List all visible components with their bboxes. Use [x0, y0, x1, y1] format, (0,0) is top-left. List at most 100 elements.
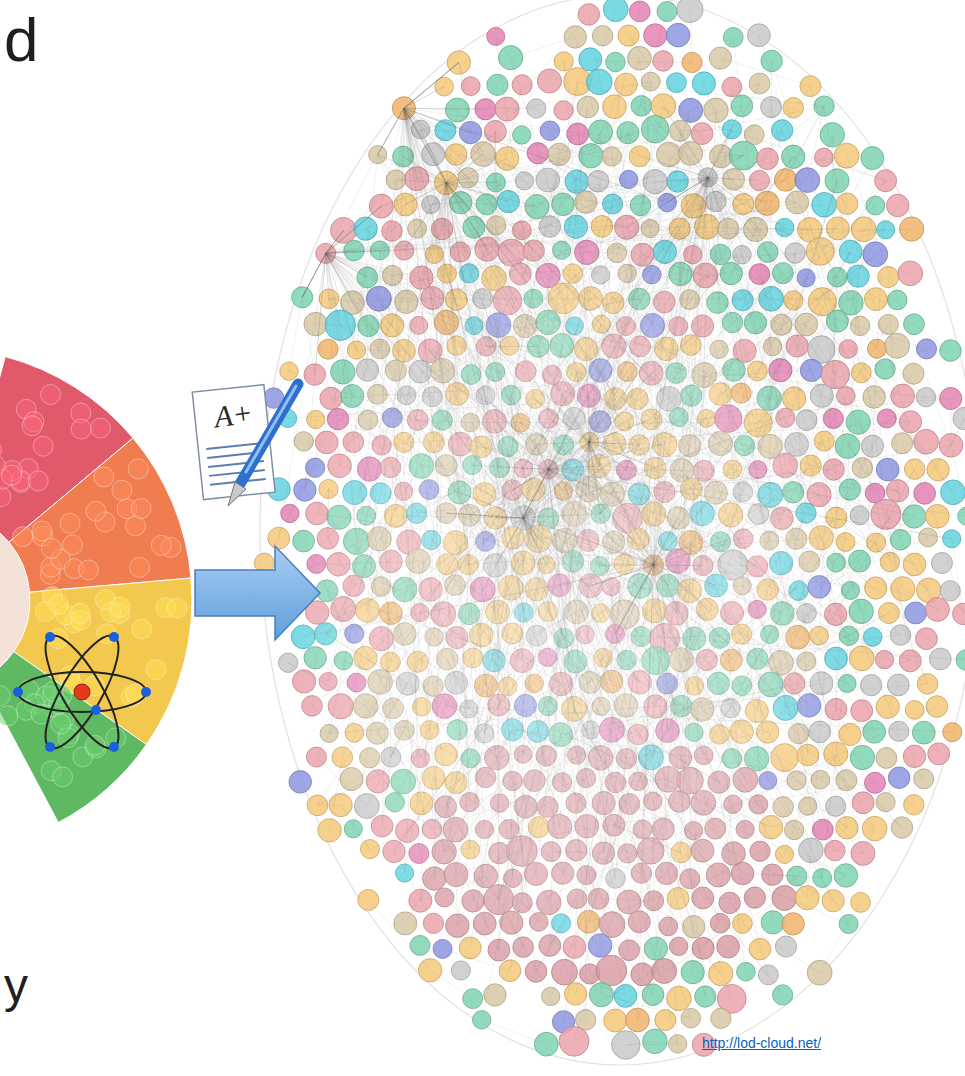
dataset-bubble [559, 1026, 589, 1056]
link-line [404, 63, 459, 109]
link-line [522, 442, 589, 903]
link-line [716, 585, 742, 586]
link-line [523, 107, 588, 518]
link-line [404, 108, 486, 109]
link-line [404, 108, 744, 155]
dataset-bubble [876, 458, 899, 481]
dataset-bubble [904, 459, 925, 480]
link-line [343, 609, 563, 1022]
link-line [589, 875, 719, 922]
link-line [837, 277, 897, 346]
link-line [654, 228, 785, 565]
link-line [628, 133, 708, 178]
link-line [326, 206, 382, 253]
link-line [368, 900, 430, 970]
link-line [614, 825, 849, 924]
link-line [690, 10, 692, 63]
dataset-bubble [653, 51, 673, 71]
link-line [600, 945, 629, 950]
link-line [378, 155, 396, 180]
link-line [353, 682, 380, 829]
link-line [824, 157, 886, 180]
link-line [574, 876, 797, 1041]
link-line [404, 63, 459, 109]
dataset-bubble [629, 1, 650, 22]
link-line [654, 418, 887, 900]
dataset-bubble [839, 914, 858, 933]
link-line [404, 108, 720, 638]
dataset-bubble [914, 429, 939, 454]
link-line [326, 253, 863, 853]
link-line [404, 108, 601, 706]
dataset-bubble [692, 72, 715, 95]
link-line [326, 253, 357, 350]
dataset-bubble [564, 26, 586, 48]
link-line [443, 706, 937, 948]
link-line [513, 781, 522, 851]
link-line [642, 177, 707, 974]
link-line [316, 324, 331, 398]
link-line [471, 86, 507, 109]
link-line [404, 63, 459, 109]
link-line [863, 829, 875, 854]
link-line [343, 609, 390, 662]
dataset-bubble [289, 771, 311, 793]
dataset-bubble [926, 696, 948, 718]
link-line [404, 87, 444, 109]
link-line [305, 129, 421, 490]
link-line [331, 398, 392, 417]
link-line [456, 875, 457, 926]
link-line [326, 206, 382, 253]
link-line [536, 874, 549, 903]
link-line [663, 61, 863, 854]
link-line [708, 107, 771, 177]
link-line [430, 351, 897, 491]
link-line [835, 829, 875, 851]
link-line [420, 879, 434, 901]
link-line [651, 829, 715, 851]
link-line [550, 899, 577, 946]
link-line [638, 735, 835, 851]
link-line [820, 902, 861, 972]
dataset-bubble [513, 126, 531, 144]
link-line [404, 108, 446, 183]
link-line [548, 275, 652, 470]
link-line [483, 518, 524, 589]
dataset-bubble [722, 77, 742, 97]
link-line [326, 206, 382, 253]
dataset-bubble [931, 552, 952, 573]
link-line [446, 154, 483, 183]
link-line [404, 63, 459, 109]
link-line [589, 83, 759, 441]
link-line [538, 539, 847, 684]
link-line [758, 253, 795, 470]
link-line [407, 181, 885, 831]
link-line [771, 542, 846, 684]
link-line [404, 108, 638, 734]
dataset-bubble [451, 961, 470, 980]
link-line [341, 805, 370, 849]
link-line [326, 85, 498, 254]
link-line [601, 995, 690, 1018]
dataset-bubble [953, 407, 965, 429]
link-line [317, 805, 340, 806]
dataset-bubble [813, 869, 832, 888]
link-line [353, 829, 370, 849]
link-line [378, 108, 404, 154]
link-line [832, 135, 847, 204]
link-line [523, 86, 810, 518]
dataset-bubble [604, 1009, 627, 1032]
dataset-bubble [749, 73, 770, 94]
link-line [538, 539, 847, 828]
link-line [326, 230, 344, 253]
dataset-bubble [940, 340, 962, 362]
link-line [523, 324, 601, 518]
dataset-bubble [929, 648, 951, 670]
dataset-bubble [577, 96, 599, 118]
link-line [379, 539, 863, 803]
link-line [885, 349, 926, 369]
link-line [404, 108, 587, 875]
link-line [315, 658, 656, 949]
link-line [326, 206, 382, 253]
link-line [719, 782, 746, 972]
